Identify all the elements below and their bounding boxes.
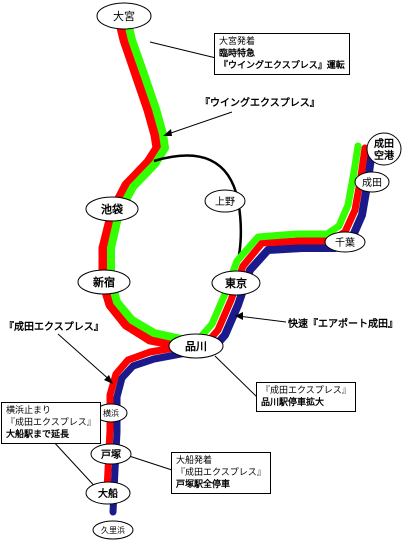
narita-express-line-omiya-shinagawa bbox=[98, 10, 191, 352]
station-tokyo[interactable]: 東京 bbox=[211, 270, 261, 296]
station-ueno[interactable]: 上野 bbox=[204, 189, 246, 213]
note-yokohama-line-3: 大船駅まで延長 bbox=[6, 430, 70, 440]
note-yokohama-line-1: 横浜止まり bbox=[6, 406, 52, 416]
note-omiya-line-2: 臨時特急 bbox=[219, 49, 256, 59]
pointer-rapid-airport bbox=[237, 315, 287, 323]
station-ofuna[interactable]: 大船 bbox=[85, 481, 131, 505]
note-ofuna: 大船発着 『成田エクスプレス』 戸塚駅全停車 bbox=[171, 452, 271, 494]
pointer-shinagawa-note bbox=[214, 355, 259, 399]
station-omiya[interactable]: 大宮 bbox=[96, 2, 152, 30]
pointer-omiya-note bbox=[149, 41, 217, 59]
note-shinagawa-line-2: 品川駅停車拡大 bbox=[261, 398, 325, 408]
svg-text:大船: 大船 bbox=[98, 487, 118, 500]
station-yokohama[interactable]: 横浜 bbox=[94, 403, 128, 423]
note-omiya: 大宮発着 臨時特急 『ウイングエクスプレス』運転 bbox=[214, 33, 350, 75]
svg-text:戸塚: 戸塚 bbox=[101, 448, 121, 461]
note-yokohama-line-2: 『成田エクスプレス』 bbox=[6, 418, 96, 428]
svg-text:新宿: 新宿 bbox=[93, 275, 115, 289]
wing-express-line-tokyo-narita bbox=[194, 142, 362, 344]
station-totsuka[interactable]: 戸塚 bbox=[90, 443, 132, 465]
station-shinagawa[interactable]: 品川 bbox=[168, 333, 224, 359]
note-shinagawa-line-1: 『成田エクスプレス』 bbox=[261, 386, 351, 396]
station-ikebukuro[interactable]: 池袋 bbox=[85, 196, 139, 222]
station-kurihama[interactable]: 久里浜 bbox=[92, 520, 134, 540]
svg-text:東京: 東京 bbox=[225, 276, 247, 290]
pointer-yokohama-note bbox=[51, 439, 101, 493]
wing-express-line-omiya-shinagawa bbox=[107, 10, 190, 344]
label-wing-express: 『ウイングエクスプレス』 bbox=[200, 98, 320, 109]
svg-text:空港: 空港 bbox=[374, 149, 395, 162]
label-rapid-airport-narita: 快速『エアポート成田』 bbox=[288, 319, 398, 330]
svg-text:大宮: 大宮 bbox=[113, 9, 135, 23]
pointer-ofuna-note bbox=[125, 454, 173, 471]
pointer-narita-express bbox=[57, 333, 113, 383]
narita-express-line-tokyo-narita bbox=[200, 144, 369, 350]
tohoku-line-ueno bbox=[153, 154, 243, 273]
note-ofuna-line-3: 戸塚駅全停車 bbox=[176, 480, 231, 490]
svg-text:千葉: 千葉 bbox=[335, 236, 355, 249]
label-narita-express: 『成田エクスプレス』 bbox=[4, 322, 104, 333]
note-yokohama: 横浜止まり 『成田エクスプレス』 大船駅まで延長 bbox=[1, 402, 101, 444]
note-omiya-line-3: 『ウイングエクスプレス』運転 bbox=[219, 61, 345, 71]
pointer-wing-express bbox=[164, 111, 233, 136]
note-shinagawa: 『成田エクスプレス』 品川駅停車拡大 bbox=[256, 382, 356, 412]
arrow-rapid-airport bbox=[235, 312, 243, 320]
svg-text:成田: 成田 bbox=[374, 137, 394, 150]
svg-text:上野: 上野 bbox=[215, 196, 235, 208]
station-chiba[interactable]: 千葉 bbox=[324, 231, 366, 253]
note-ofuna-line-2: 『成田エクスプレス』 bbox=[176, 468, 266, 478]
svg-text:品川: 品川 bbox=[185, 340, 207, 353]
rapid-airport-narita-line bbox=[206, 146, 376, 356]
station-narita[interactable]: 成田 bbox=[354, 171, 390, 193]
svg-text:池袋: 池袋 bbox=[101, 202, 124, 216]
arrow-narita-express bbox=[104, 375, 113, 384]
note-ofuna-line-1: 大船発着 bbox=[176, 456, 213, 466]
station-narita-airport[interactable]: 成田 空港 bbox=[366, 132, 402, 166]
arrow-wing-express bbox=[163, 129, 172, 136]
svg-text:成田: 成田 bbox=[362, 177, 382, 189]
station-shinjuku[interactable]: 新宿 bbox=[77, 269, 131, 295]
note-omiya-line-1: 大宮発着 bbox=[219, 37, 256, 47]
svg-text:久里浜: 久里浜 bbox=[101, 525, 125, 535]
svg-text:横浜: 横浜 bbox=[103, 408, 119, 418]
